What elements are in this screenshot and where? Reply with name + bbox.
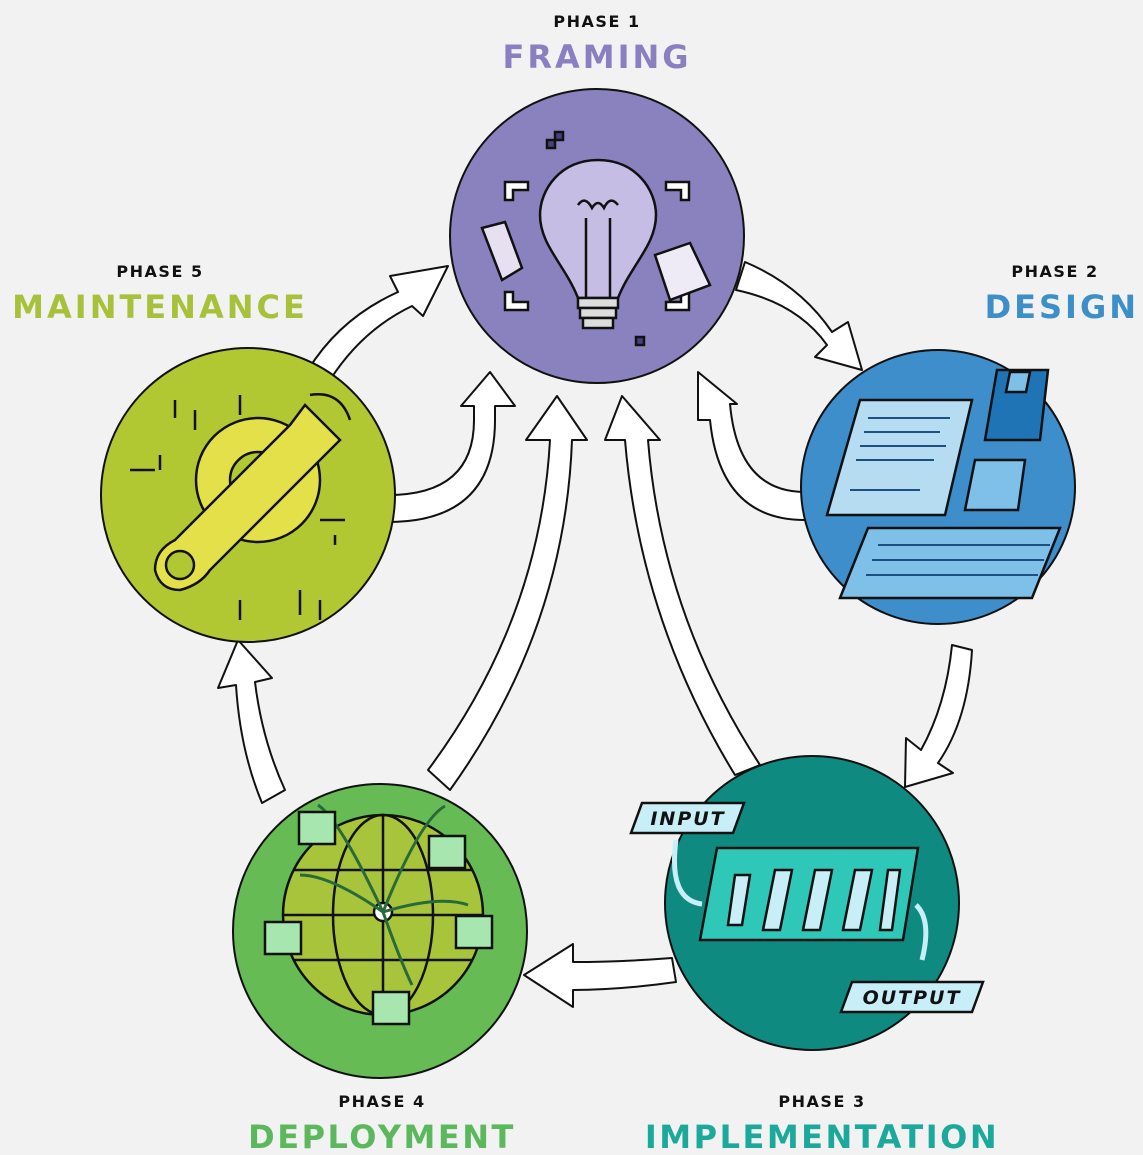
- phase1-name: FRAMING: [502, 38, 691, 76]
- arrow-design-to-implementation: [904, 644, 973, 788]
- phase2-name: DESIGN: [985, 288, 1139, 326]
- computer-keyboard-icon: [825, 368, 1062, 600]
- flow-arrows: [217, 261, 973, 1008]
- phase3-label: PHASE 3: [778, 1092, 865, 1111]
- arrow-maintenance-to-framing: [307, 265, 449, 381]
- lightbulb-icon: [480, 130, 712, 347]
- arrow-design-feedback: [697, 371, 806, 521]
- arrow-implementation-feedback: [604, 395, 761, 776]
- input-label: INPUT: [650, 808, 725, 830]
- arrow-deployment-to-maintenance: [217, 639, 286, 804]
- phase5-name: MAINTENANCE: [12, 288, 308, 326]
- phase1-label: PHASE 1: [553, 12, 640, 31]
- phase3-name: IMPLEMENTATION: [645, 1118, 999, 1155]
- arrow-framing-to-design: [735, 261, 863, 371]
- output-label: OUTPUT: [863, 987, 962, 1009]
- phase-labels: PHASE 1 FRAMING PHASE 2 DESIGN PHASE 3 I…: [12, 12, 1139, 1155]
- wrench-gear-icon: [130, 393, 352, 620]
- phase5-label: PHASE 5: [116, 262, 203, 281]
- phase2-label: PHASE 2: [1011, 262, 1098, 281]
- globe-network-icon: [263, 803, 494, 1026]
- input-tag: INPUT: [629, 801, 746, 835]
- phase4-name: DEPLOYMENT: [248, 1118, 516, 1155]
- arrow-maintenance-feedback: [387, 371, 516, 523]
- phase4-label: PHASE 4: [338, 1092, 425, 1111]
- output-tag: OUTPUT: [839, 980, 985, 1014]
- arrow-implementation-to-deployment: [523, 943, 677, 1008]
- circuit-board-icon: [671, 839, 929, 961]
- arrow-deployment-feedback: [427, 395, 588, 791]
